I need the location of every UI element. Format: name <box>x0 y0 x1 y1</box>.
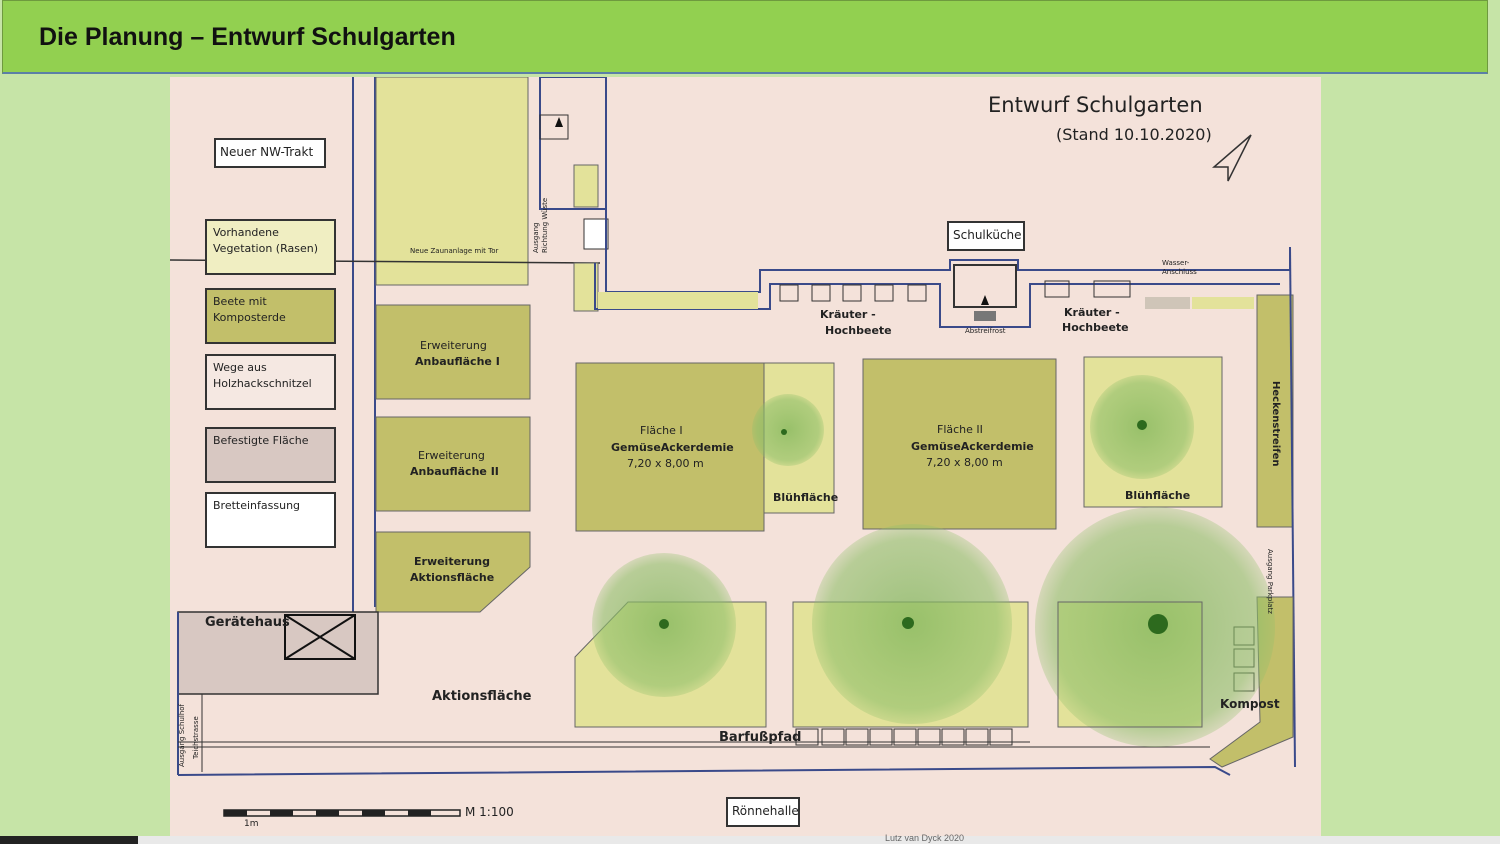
kraeuter2-a: Kräuter - <box>1064 306 1120 319</box>
schulkueche-box: Schulküche <box>947 221 1025 251</box>
page-title: Die Planung – Entwurf Schulgarten <box>39 23 456 51</box>
legend-vegetation: Vorhandene Vegetation (Rasen) <box>205 219 336 275</box>
abstreif-label: Abstreifrost <box>965 327 1006 335</box>
kraeuter2-b: Hochbeete <box>1062 321 1129 334</box>
meter-label: 1m <box>244 819 259 829</box>
scale-label: M 1:100 <box>465 805 514 819</box>
flaeche1-b: GemüseAckerdemie <box>611 441 734 454</box>
flaeche1-a: Fläche I <box>640 424 683 437</box>
wasser-label: Wasser-Anschluss <box>1162 259 1197 276</box>
plan-title: Entwurf Schulgarten <box>988 93 1203 117</box>
legend-nw-trakt: Neuer NW-Trakt <box>214 138 326 168</box>
flaeche2-c: 7,20 x 8,00 m <box>926 456 1003 469</box>
legend-wege: Wege aus Holzhackschnitzel <box>205 354 336 410</box>
flaeche1-c: 7,20 x 8,00 m <box>627 457 704 470</box>
roennehalle-box: Rönnehalle <box>726 797 800 827</box>
kraeuter1-a: Kräuter - <box>820 308 876 321</box>
bottom-bar <box>0 836 1500 844</box>
erw2-a: Erweiterung <box>418 449 485 462</box>
kraeuter1-b: Hochbeete <box>825 324 892 337</box>
parkplatz-label: Ausgang Parkplatz <box>1266 549 1274 614</box>
erw3-a: Erweiterung <box>414 555 491 568</box>
aktionsflaeche-label: Aktionsfläche <box>432 689 532 704</box>
title-bar: Die Planung – Entwurf Schulgarten <box>2 0 1488 74</box>
barfusspfad-label: Barfußpfad <box>719 730 802 745</box>
kompost-label: Kompost <box>1220 697 1280 711</box>
flaeche2-b: GemüseAckerdemie <box>911 440 1034 453</box>
legend-brett: Bretteinfassung <box>205 492 336 548</box>
erw1-a: Erweiterung <box>420 339 487 352</box>
bluehflaeche2-label: Blühfläche <box>1125 489 1191 502</box>
bluehflaeche1-label: Blühfläche <box>773 491 839 504</box>
flaeche2-a: Fläche II <box>937 423 983 436</box>
teichstrasse-label: Teichstrasse <box>192 716 200 759</box>
zaun-label: Neue Zaunanlage mit Tor <box>410 247 499 255</box>
garden-plan: Entwurf Schulgarten (Stand 10.10.2020) N… <box>170 77 1321 836</box>
credit-text: Lutz van Dyck 2020 <box>885 833 965 843</box>
legend-beete: Beete mit Komposterde <box>205 288 336 344</box>
erw3-b: Aktionsfläche <box>410 571 495 584</box>
geraetehaus-label: Gerätehaus <box>205 615 290 630</box>
legend-befestigt: Befestigte Fläche <box>205 427 336 483</box>
ausgang-schulhof-label: Ausgang Schulhof <box>178 703 186 767</box>
erw1-b: Anbaufläche I <box>415 355 500 368</box>
plan-drawing <box>170 77 1321 836</box>
plan-subtitle: (Stand 10.10.2020) <box>1056 125 1212 144</box>
ausgang-wueste-label: Ausgang Richtung Wüste <box>532 197 549 253</box>
erw2-b: Anbaufläche II <box>410 465 499 478</box>
legend-brett-label: Bretteinfassung <box>213 499 301 512</box>
heckenstreifen-label: Heckenstreifen <box>1270 381 1281 467</box>
